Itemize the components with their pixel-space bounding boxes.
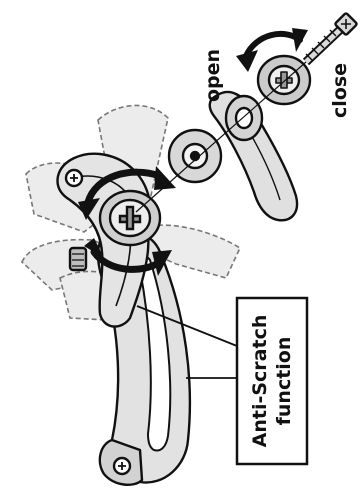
- bearing-washer: [169, 130, 221, 182]
- phillips-screw-icon: [114, 458, 130, 474]
- anti-scratch-label-line1: Anti-Scratch: [249, 315, 271, 448]
- side-pin-icon: [70, 248, 86, 270]
- callout-box: [237, 298, 307, 464]
- threaded-bolt: [306, 13, 357, 62]
- phillips-screw-icon: [66, 170, 82, 186]
- open-label: open: [202, 49, 224, 102]
- exploded-parts: [136, 13, 357, 221]
- spacer-washer: [226, 96, 262, 140]
- anti-scratch-label-line2: function: [273, 337, 295, 426]
- close-label: close: [329, 63, 351, 118]
